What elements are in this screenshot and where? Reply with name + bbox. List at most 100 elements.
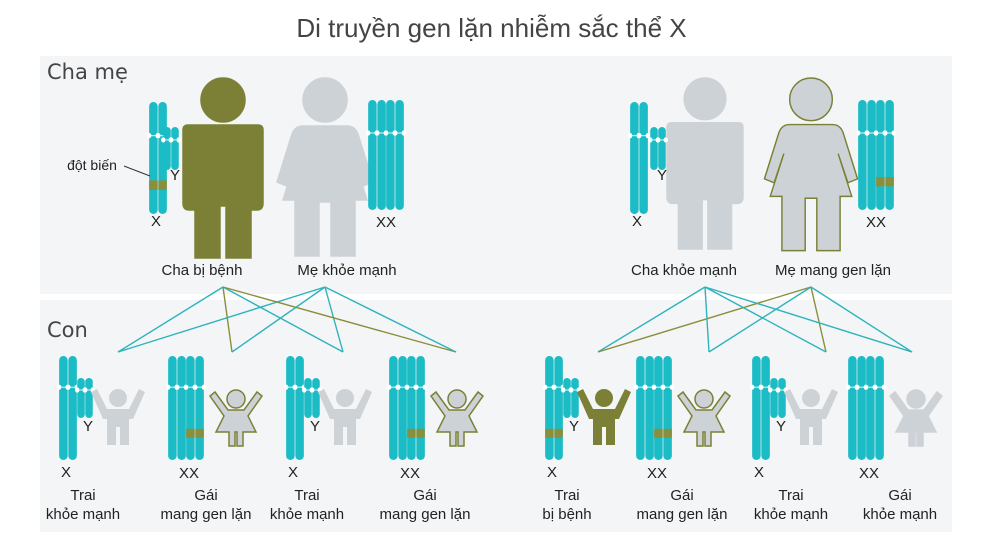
centromere-line <box>398 386 407 388</box>
centromere-line <box>312 389 320 391</box>
father-y-label: Y <box>170 167 180 184</box>
father-y-label: Y <box>657 167 667 184</box>
centromere-line <box>876 132 885 134</box>
centromere-left <box>404 384 410 390</box>
centromere-line <box>639 135 648 137</box>
chromatid <box>171 127 179 170</box>
mother-xx-label: XX <box>376 214 396 231</box>
mother-x-chromosome-1-b <box>865 100 879 210</box>
chromatid <box>368 100 377 210</box>
father-y-chromosome-b <box>656 127 668 170</box>
chromatid <box>386 100 395 210</box>
centromere-line <box>168 386 177 388</box>
father-x-chromosome-a <box>146 102 160 214</box>
child-boy-figure <box>91 389 145 445</box>
chromatid <box>304 378 312 418</box>
centromere-line <box>571 389 579 391</box>
child-y-label: Y <box>776 418 786 435</box>
mother-x-chromosome-2-b <box>393 100 407 210</box>
mutation-band <box>186 428 195 438</box>
chromatid <box>177 356 186 460</box>
child-girl-figure <box>676 389 732 447</box>
centromere-line <box>186 386 195 388</box>
chromatid <box>389 356 398 460</box>
inheritance-line-father <box>704 286 827 353</box>
child-label-line1: Gái <box>888 487 911 504</box>
inheritance-line-father <box>222 286 233 353</box>
head <box>595 389 613 407</box>
mother-x-chromosome-1-b <box>375 100 389 210</box>
mutation-band <box>407 428 416 438</box>
mutation-band <box>158 180 167 190</box>
inheritance-line-mother <box>231 286 326 353</box>
child-y-chromosome-b <box>83 378 95 418</box>
chromatid <box>286 356 295 460</box>
child-x-label: X <box>754 464 764 481</box>
head <box>302 77 348 123</box>
father-figure <box>182 77 264 259</box>
centromere-line <box>386 132 395 134</box>
centromere-line <box>416 386 425 388</box>
child-label-line1: Trai <box>778 487 803 504</box>
mother-x-chromosome-2-b <box>883 100 897 210</box>
chromatid <box>654 356 663 460</box>
child-label-line1: Gái <box>194 487 217 504</box>
child-x-chromosome-2-a <box>183 356 197 460</box>
inheritance-line-mother <box>117 286 326 353</box>
body <box>208 390 264 447</box>
chromatid <box>876 100 885 210</box>
section-label-parents: Cha mẹ <box>47 60 128 84</box>
centromere-line <box>630 135 639 137</box>
child-x-chromosome-a <box>56 356 70 460</box>
mother-xx-label: XX <box>866 214 886 231</box>
centromere-left <box>293 384 298 390</box>
mother-label: Mẹ mang gen lặn <box>775 262 891 279</box>
mother-figure <box>763 77 859 252</box>
head <box>802 389 820 407</box>
chromatid <box>168 356 177 460</box>
child-x-chromosome-2-b <box>661 356 675 460</box>
centromere-line <box>304 389 312 391</box>
body <box>888 390 944 447</box>
mother-figure <box>276 77 374 257</box>
father-figure <box>666 77 744 250</box>
inheritance-line-mother <box>810 286 913 353</box>
child-xx-label: XX <box>859 465 879 482</box>
centromere-line <box>59 386 68 388</box>
inheritance-line-mother <box>810 286 827 353</box>
body <box>318 389 372 445</box>
child-label-line2: mang gen lặn <box>380 506 471 523</box>
father-label: Cha bị bệnh <box>162 262 243 279</box>
child-xx-label: XX <box>179 465 199 482</box>
centromere-left <box>396 384 401 390</box>
child-x-chromosome-2-a <box>651 356 665 460</box>
mutation-pointer <box>123 165 151 177</box>
centromere-line <box>85 389 93 391</box>
child-girl-figure <box>208 389 264 447</box>
father-y-chromosome-b <box>169 127 181 170</box>
child-x-chromosome-1-a <box>633 356 647 460</box>
head <box>200 77 246 123</box>
inheritance-line-father <box>704 286 913 353</box>
chromatid <box>875 356 884 460</box>
child-x-chromosome-b <box>293 356 307 460</box>
child-y-chromosome-b <box>776 378 788 418</box>
centromere-line <box>286 386 295 388</box>
chromatid <box>857 356 866 460</box>
chromatid <box>407 356 416 460</box>
centromere-line <box>663 386 672 388</box>
section-label-children: Con <box>47 318 88 342</box>
chromatid <box>630 102 639 214</box>
child-x-chromosome-b <box>759 356 773 460</box>
chromatid <box>770 378 778 418</box>
centromere-line <box>848 386 857 388</box>
mutation-annotation: đột biến <box>67 157 117 173</box>
body <box>577 389 631 445</box>
centromere-left <box>393 130 398 136</box>
child-x-chromosome-2-a <box>863 356 877 460</box>
mutation-band <box>554 428 563 438</box>
chromatid <box>663 356 672 460</box>
inheritance-line-mother <box>597 286 812 353</box>
mutation-band <box>654 428 663 438</box>
